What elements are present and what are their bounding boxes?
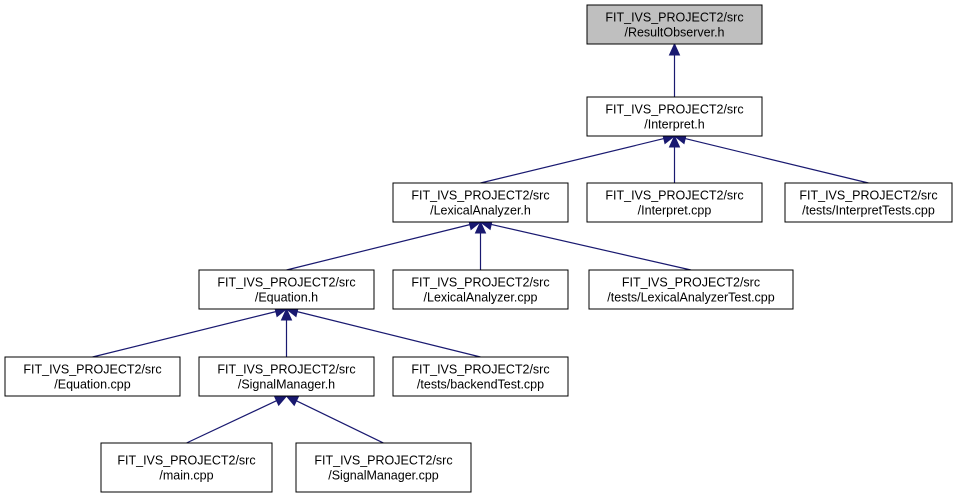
arrowhead-icon — [285, 395, 300, 407]
node-directory-label: FIT_IVS_PROJECT2/src — [622, 276, 760, 290]
edge-n6-to-n2 — [474, 220, 487, 270]
node-directory-label: FIT_IVS_PROJECT2/src — [117, 454, 255, 468]
edge-line — [480, 138, 664, 184]
file-node[interactable]: FIT_IVS_PROJECT2/src/tests/backendTest.c… — [392, 356, 569, 397]
node-box[interactable] — [392, 269, 569, 310]
node-file-label: /LexicalAnalyzer.h — [430, 204, 531, 218]
arrowhead-icon — [668, 134, 681, 148]
node-box[interactable] — [586, 182, 763, 223]
file-node[interactable]: FIT_IVS_PROJECT2/src/SignalManager.h — [198, 356, 375, 397]
edge-line — [186, 400, 277, 444]
node-file-label: /Interpret.h — [644, 118, 704, 132]
node-file-label: /main.cpp — [159, 469, 213, 483]
edge-line — [297, 311, 481, 358]
node-box[interactable] — [100, 442, 273, 493]
node-directory-label: FIT_IVS_PROJECT2/src — [411, 363, 549, 377]
edge-line — [685, 138, 869, 184]
node-box[interactable] — [588, 269, 794, 310]
edge-n4-to-n1 — [673, 133, 869, 184]
arrowhead-icon — [273, 395, 288, 407]
node-directory-label: FIT_IVS_PROJECT2/src — [605, 103, 743, 117]
nodes-layer: FIT_IVS_PROJECT2/src/ResultObserver.hFIT… — [4, 4, 953, 493]
node-box[interactable] — [198, 356, 375, 397]
edge-n9-to-n5 — [280, 307, 293, 357]
file-node[interactable]: FIT_IVS_PROJECT2/src/LexicalAnalyzer.h — [392, 182, 569, 223]
node-file-label: /tests/backendTest.cpp — [417, 378, 544, 392]
edge-n10-to-n5 — [285, 306, 481, 358]
node-directory-label: FIT_IVS_PROJECT2/src — [314, 454, 452, 468]
file-node[interactable]: FIT_IVS_PROJECT2/src/Interpret.cpp — [586, 182, 763, 223]
node-box[interactable] — [586, 4, 763, 45]
node-file-label: /Equation.cpp — [54, 378, 130, 392]
node-directory-label: FIT_IVS_PROJECT2/src — [411, 189, 549, 203]
node-box[interactable] — [586, 96, 763, 137]
edge-n7-to-n2 — [479, 218, 692, 271]
node-file-label: /tests/InterpretTests.cpp — [802, 204, 935, 218]
node-box[interactable] — [198, 269, 375, 310]
node-directory-label: FIT_IVS_PROJECT2/src — [605, 189, 743, 203]
node-file-label: /SignalManager.cpp — [328, 469, 439, 483]
node-box[interactable] — [4, 356, 181, 397]
node-directory-label: FIT_IVS_PROJECT2/src — [799, 189, 937, 203]
edge-n5-to-n2 — [286, 219, 482, 271]
file-node[interactable]: FIT_IVS_PROJECT2/src/SignalManager.cpp — [295, 442, 472, 493]
node-file-label: /Interpret.cpp — [638, 204, 712, 218]
node-directory-label: FIT_IVS_PROJECT2/src — [411, 276, 549, 290]
file-node[interactable]: FIT_IVS_PROJECT2/src/main.cpp — [100, 442, 273, 493]
file-node[interactable]: FIT_IVS_PROJECT2/src/LexicalAnalyzer.cpp — [392, 269, 569, 310]
edge-n8-to-n5 — [92, 306, 288, 358]
file-node[interactable]: FIT_IVS_PROJECT2/src/tests/InterpretTest… — [784, 182, 953, 223]
node-directory-label: FIT_IVS_PROJECT2/src — [217, 276, 355, 290]
edge-n11-to-n9 — [186, 395, 288, 444]
node-file-label: /SignalManager.h — [238, 378, 335, 392]
edge-line — [491, 223, 692, 271]
node-file-label: /tests/LexicalAnalyzerTest.cpp — [607, 291, 774, 305]
node-directory-label: FIT_IVS_PROJECT2/src — [605, 11, 743, 25]
edge-n1-to-n0 — [668, 42, 681, 97]
edge-n12-to-n9 — [285, 395, 384, 444]
node-box[interactable] — [295, 442, 472, 493]
file-node[interactable]: FIT_IVS_PROJECT2/src/tests/LexicalAnalyz… — [588, 269, 794, 310]
node-directory-label: FIT_IVS_PROJECT2/src — [217, 363, 355, 377]
edge-line — [92, 311, 276, 358]
arrowhead-icon — [474, 220, 487, 234]
edge-n2-to-n1 — [480, 133, 676, 184]
file-node[interactable]: FIT_IVS_PROJECT2/src/ResultObserver.h — [586, 4, 763, 45]
file-node[interactable]: FIT_IVS_PROJECT2/src/Equation.cpp — [4, 356, 181, 397]
arrowhead-icon — [280, 307, 293, 321]
file-node[interactable]: FIT_IVS_PROJECT2/src/Equation.h — [198, 269, 375, 310]
node-file-label: /ResultObserver.h — [624, 26, 724, 40]
node-box[interactable] — [392, 182, 569, 223]
node-file-label: /LexicalAnalyzer.cpp — [424, 291, 538, 305]
node-box[interactable] — [784, 182, 953, 223]
edge-n3-to-n1 — [668, 134, 681, 183]
node-directory-label: FIT_IVS_PROJECT2/src — [23, 363, 161, 377]
arrowhead-icon — [668, 42, 681, 56]
edge-line — [296, 400, 384, 444]
edge-line — [286, 224, 470, 271]
node-file-label: /Equation.h — [255, 291, 318, 305]
file-node[interactable]: FIT_IVS_PROJECT2/src/Interpret.h — [586, 96, 763, 137]
node-box[interactable] — [392, 356, 569, 397]
